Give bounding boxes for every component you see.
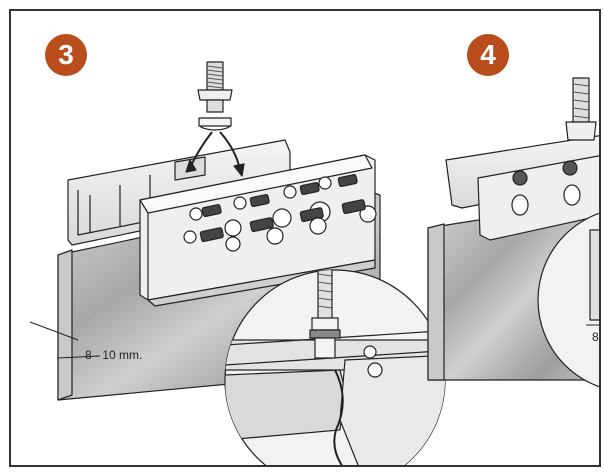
gap-dimension-label: 8 - 10 mm. xyxy=(85,348,143,362)
screws xyxy=(183,174,377,252)
step-number-badge: 3 xyxy=(45,34,87,76)
frame-border xyxy=(9,9,601,467)
step-number-badge: 4 xyxy=(467,34,509,76)
detail-magnifier xyxy=(224,269,446,465)
bolt-step-3 xyxy=(197,61,233,131)
step-3-drawing xyxy=(29,61,381,401)
step-4-drawing xyxy=(427,77,599,388)
gap-dimension-label: 8 xyxy=(592,330,599,344)
